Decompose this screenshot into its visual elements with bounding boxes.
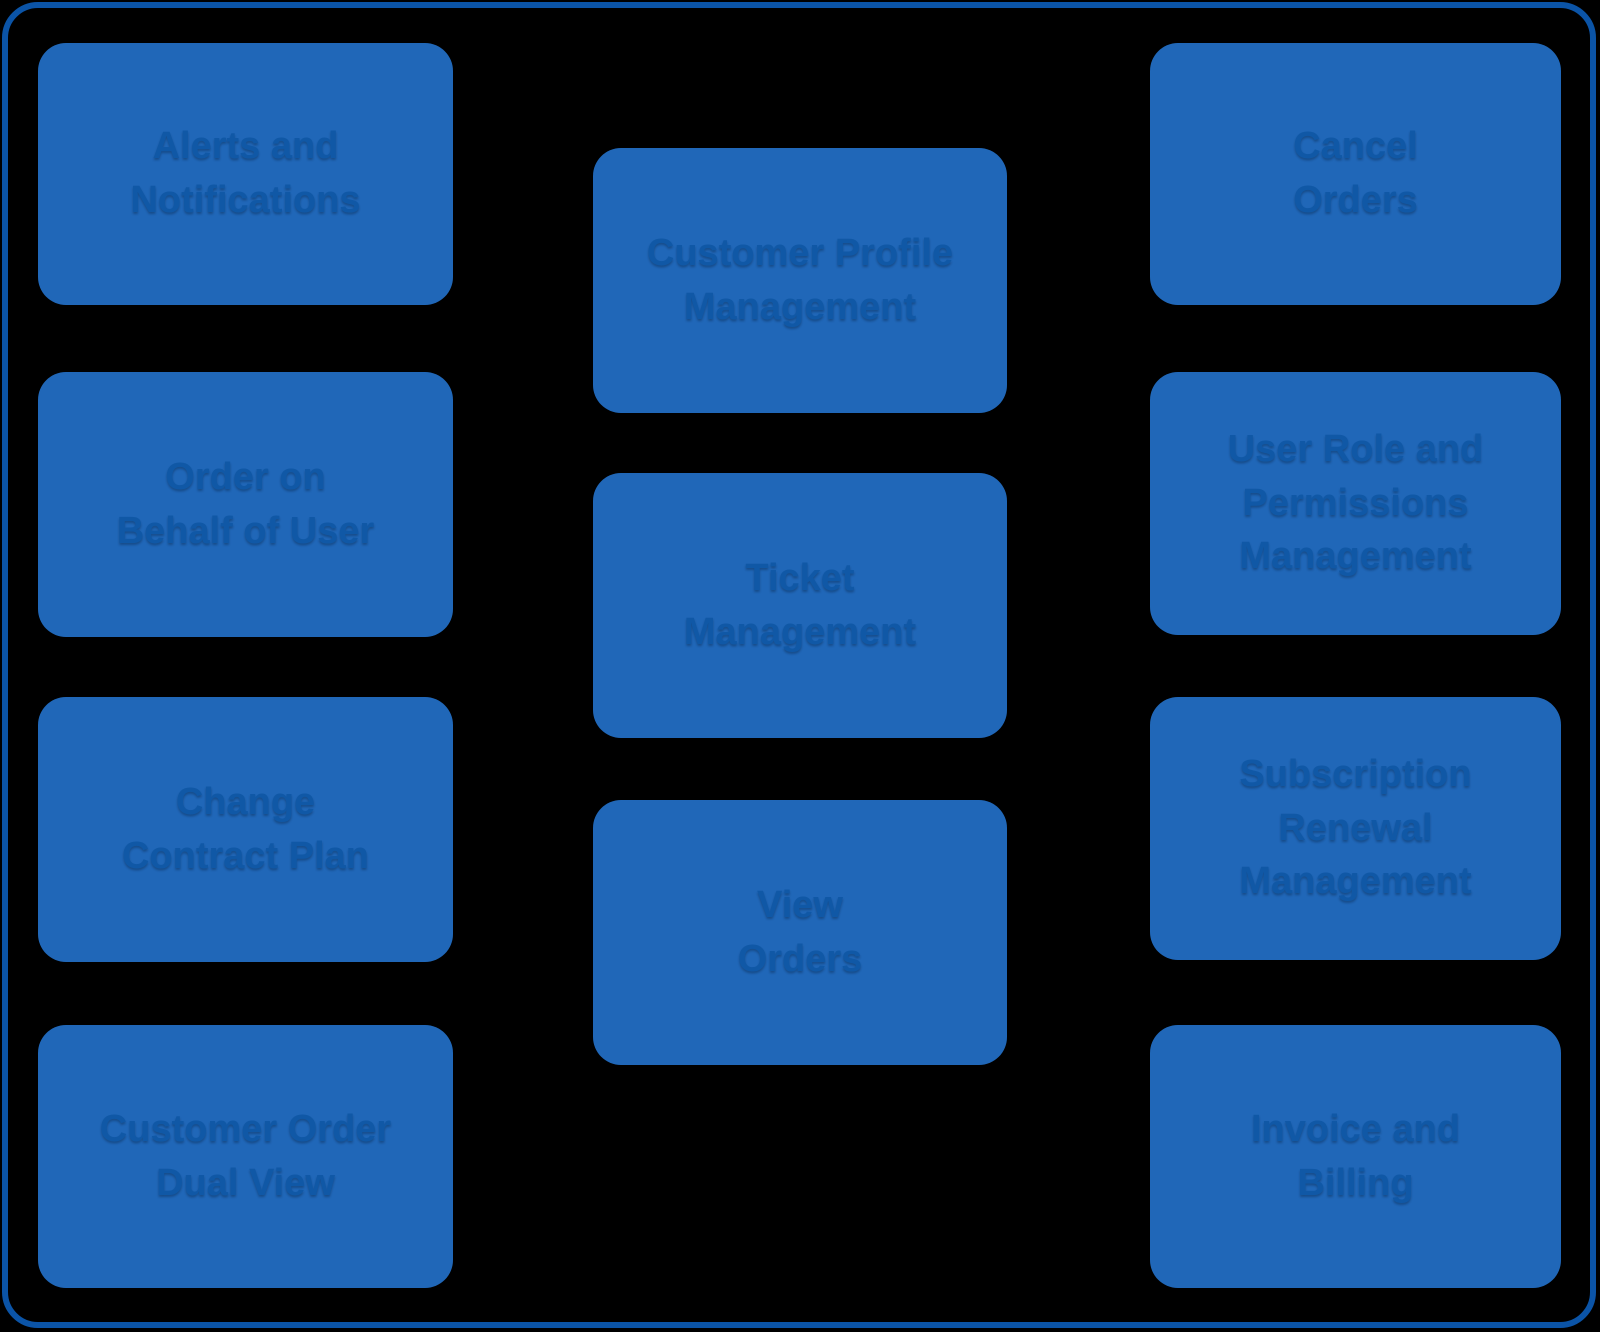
feature-box-label-line: Notifications [130,179,361,221]
feature-box-label: Change Contract Plan [122,776,369,884]
feature-box-label-line: Renewal [1278,806,1433,849]
feature-box-cancel-orders: Cancel Orders [1150,43,1561,305]
feature-box-label-line: Order on [165,455,326,498]
feature-box-label: Cancel Orders [1293,120,1418,228]
feature-box-label-line: Invoice and [1250,1107,1461,1150]
feature-box-order-on-behalf-of-user: Order on Behalf of User [38,372,453,637]
feature-box-label: Customer Profile Management [647,227,953,335]
feature-box-label-line: Alerts and [152,125,339,168]
feature-box-view-orders: View Orders [593,800,1007,1065]
feature-box-invoice-and-billing: Invoice and Billing [1150,1025,1561,1288]
feature-box-label: Subscription Renewal Management [1239,748,1471,910]
feature-box-label: Customer Order Dual View [100,1103,391,1211]
feature-box-label: Alerts and Notifications [130,120,360,228]
feature-box-label: Order on Behalf of User [117,451,375,559]
feature-box-label-line: Billing [1297,1161,1414,1204]
feature-box-user-role-and-permissions-management: User Role and Permissions Management [1150,372,1561,635]
feature-box-label-line: Contract Plan [121,834,370,877]
feature-box-label-line: Ticket [745,556,855,599]
feature-box-label-line: Management [1239,535,1472,578]
feature-box-label-line: Behalf of User [116,509,375,552]
feature-box-subscription-renewal-management: Subscription Renewal Management [1150,697,1561,960]
feature-box-alerts-and-notifications: Alerts and Notifications [38,43,453,305]
feature-box-label-line: Dual View [156,1161,335,1204]
feature-box-label-line: Permissions [1242,481,1469,524]
feature-box-label: User Role and Permissions Management [1228,423,1484,585]
feature-box-label: View Orders [738,879,863,987]
feature-box-label-line: Customer Profile [646,231,954,274]
feature-box-label-line: Subscription [1239,752,1472,795]
feature-box-label: Invoice and Billing [1251,1103,1460,1211]
feature-box-label: Ticket Management [684,552,916,660]
feature-box-label-line: Management [683,285,917,328]
feature-box-label-line: Orders [737,937,863,980]
feature-box-customer-profile-management: Customer Profile Management [593,148,1007,413]
feature-box-ticket-management: Ticket Management [593,473,1007,738]
feature-box-label-line: Change [175,780,316,823]
feature-box-label-line: User Role and [1227,427,1484,470]
feature-box-label-line: Management [683,610,917,653]
feature-box-customer-order-dual-view: Customer Order Dual View [38,1025,453,1288]
feature-box-label-line: Customer Order [99,1107,392,1150]
feature-box-label-line: View [757,883,843,926]
feature-box-label-line: Cancel [1293,125,1418,168]
feature-box-change-contract-plan: Change Contract Plan [38,697,453,962]
feature-box-label-line: Management [1239,860,1472,903]
feature-box-label-line: Orders [1293,179,1418,221]
